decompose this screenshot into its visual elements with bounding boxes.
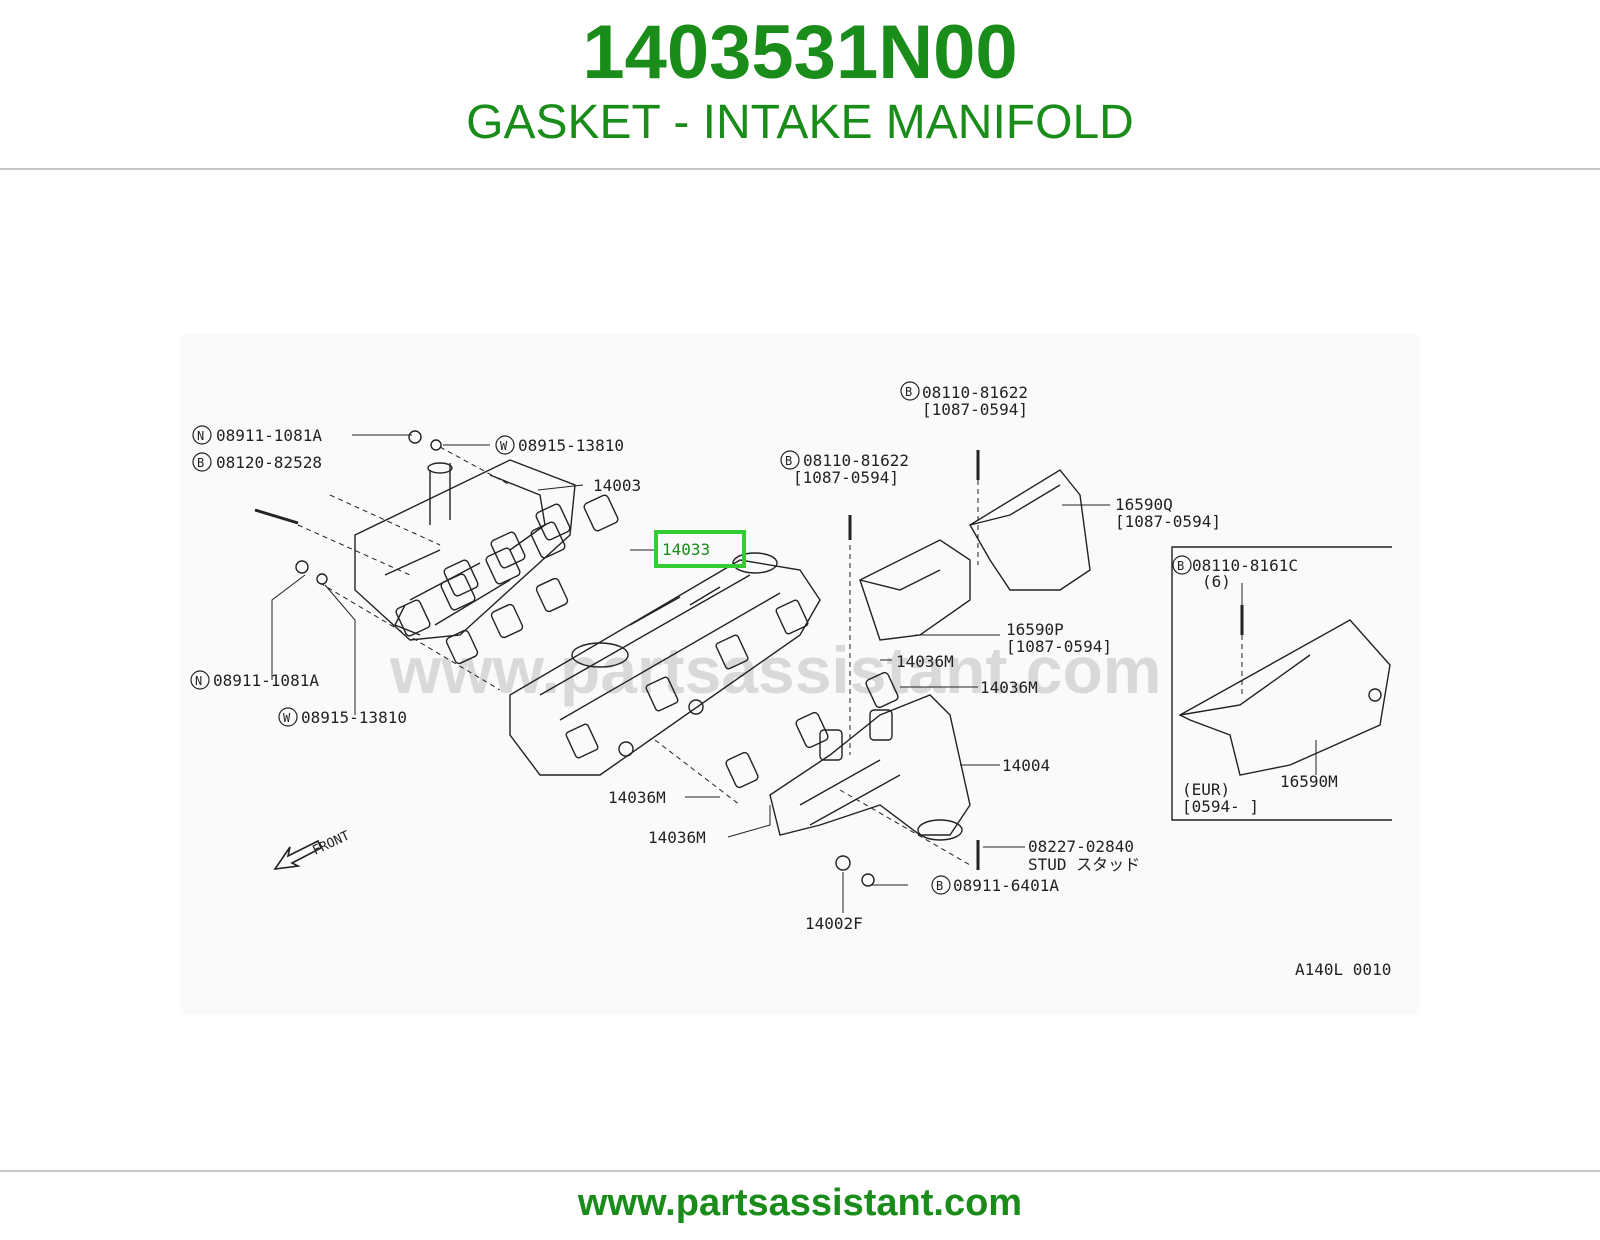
exploded-view-svg: www.partsassistant.com bbox=[190, 381, 1392, 979]
intake-gasket-row bbox=[395, 494, 619, 665]
diagram-code: A140L 0010 bbox=[1295, 960, 1391, 979]
inset-eur-box bbox=[1171, 546, 1392, 821]
callout-label: 14003 bbox=[593, 476, 641, 495]
callout-label: 16590Q bbox=[1115, 495, 1173, 514]
parts-diagram: www.partsassistant.com bbox=[180, 335, 1420, 1015]
circle-n-icon bbox=[190, 670, 210, 690]
callout-label: 14002F bbox=[805, 914, 863, 933]
callout-label: 08911-6401A bbox=[953, 876, 1059, 895]
callout-label: 14036M bbox=[980, 678, 1038, 697]
callout-sublabel: [1087-0594] bbox=[793, 468, 899, 487]
alignment-lines bbox=[297, 446, 1243, 866]
circle-b-icon bbox=[1172, 555, 1192, 575]
circle-b-icon bbox=[931, 875, 951, 895]
header-divider bbox=[0, 168, 1600, 170]
exhaust-gasket-row bbox=[725, 671, 899, 789]
callout-letter: W bbox=[500, 439, 508, 453]
callout-letter: B bbox=[905, 385, 912, 399]
callout-sublabel: STUD スタッド bbox=[1028, 855, 1140, 874]
highlighted-callout[interactable]: 14033 bbox=[662, 540, 710, 559]
callout-letter: N bbox=[195, 674, 202, 688]
callout-label: 08911-1081A bbox=[216, 426, 322, 445]
front-arrow-icon bbox=[273, 839, 323, 871]
callout-letter: B bbox=[1177, 559, 1184, 573]
circle-b-icon bbox=[900, 381, 920, 401]
cylinder-head-drawing bbox=[509, 552, 821, 776]
callout-label: 14036M bbox=[608, 788, 666, 807]
circle-w-icon bbox=[278, 707, 298, 727]
footer-divider bbox=[0, 1170, 1600, 1172]
callout-sublabel: [0594- ] bbox=[1182, 797, 1259, 816]
footer-url[interactable]: www.partsassistant.com bbox=[577, 1182, 1023, 1224]
fasteners bbox=[254, 430, 1244, 887]
part-name: GASKET - INTAKE MANIFOLD bbox=[466, 96, 1134, 149]
circle-b-icon bbox=[192, 452, 212, 472]
circle-b-icon bbox=[780, 450, 800, 470]
front-label: FRONT bbox=[310, 828, 352, 858]
callout-label: 08915-13810 bbox=[518, 436, 624, 455]
callout-label: 14004 bbox=[1002, 756, 1050, 775]
callout-label: 16590P bbox=[1006, 620, 1064, 639]
circle-n-icon bbox=[192, 425, 212, 445]
callout-letter: B bbox=[197, 456, 204, 470]
callout-label: 08227-02840 bbox=[1028, 837, 1134, 856]
header: 1403531N00 GASKET - INTAKE MANIFOLD bbox=[0, 0, 1600, 168]
heat-shield-16590P bbox=[859, 539, 971, 641]
intake-manifold-drawing bbox=[354, 459, 576, 641]
highlight-box bbox=[654, 530, 746, 568]
callout-label: 08110-81622 bbox=[922, 383, 1028, 402]
callout-letter: W bbox=[283, 711, 291, 725]
part-number: 1403531N00 bbox=[582, 10, 1018, 95]
callout-label: (EUR) bbox=[1182, 780, 1230, 799]
watermark: www.partsassistant.com bbox=[389, 633, 1161, 707]
exhaust-manifold-drawing bbox=[769, 694, 971, 841]
callout-letter: N bbox=[197, 429, 204, 443]
callout-label: 08120-82528 bbox=[216, 453, 322, 472]
callout-sublabel: (6) bbox=[1202, 572, 1231, 591]
callout-letter: B bbox=[785, 454, 792, 468]
callout-label: 16590M bbox=[1280, 772, 1338, 791]
callout-label: 14036M bbox=[896, 652, 954, 671]
callout-sublabel: [1087-0594] bbox=[922, 400, 1028, 419]
callout-sublabel: [1087-0594] bbox=[1115, 512, 1221, 531]
callout-label: 08915-13810 bbox=[301, 708, 407, 727]
callout-letter: B bbox=[936, 879, 943, 893]
callout-label: 14036M bbox=[648, 828, 706, 847]
circle-w-icon bbox=[495, 435, 515, 455]
leader-lines bbox=[271, 434, 1317, 913]
callout-sublabel: [1087-0594] bbox=[1006, 637, 1112, 656]
callout-label: 08911-1081A bbox=[213, 671, 319, 690]
callout-label: 08110-8161C bbox=[1192, 556, 1298, 575]
heat-shield-16590Q bbox=[969, 469, 1091, 591]
callout-label: 08110-81622 bbox=[803, 451, 909, 470]
